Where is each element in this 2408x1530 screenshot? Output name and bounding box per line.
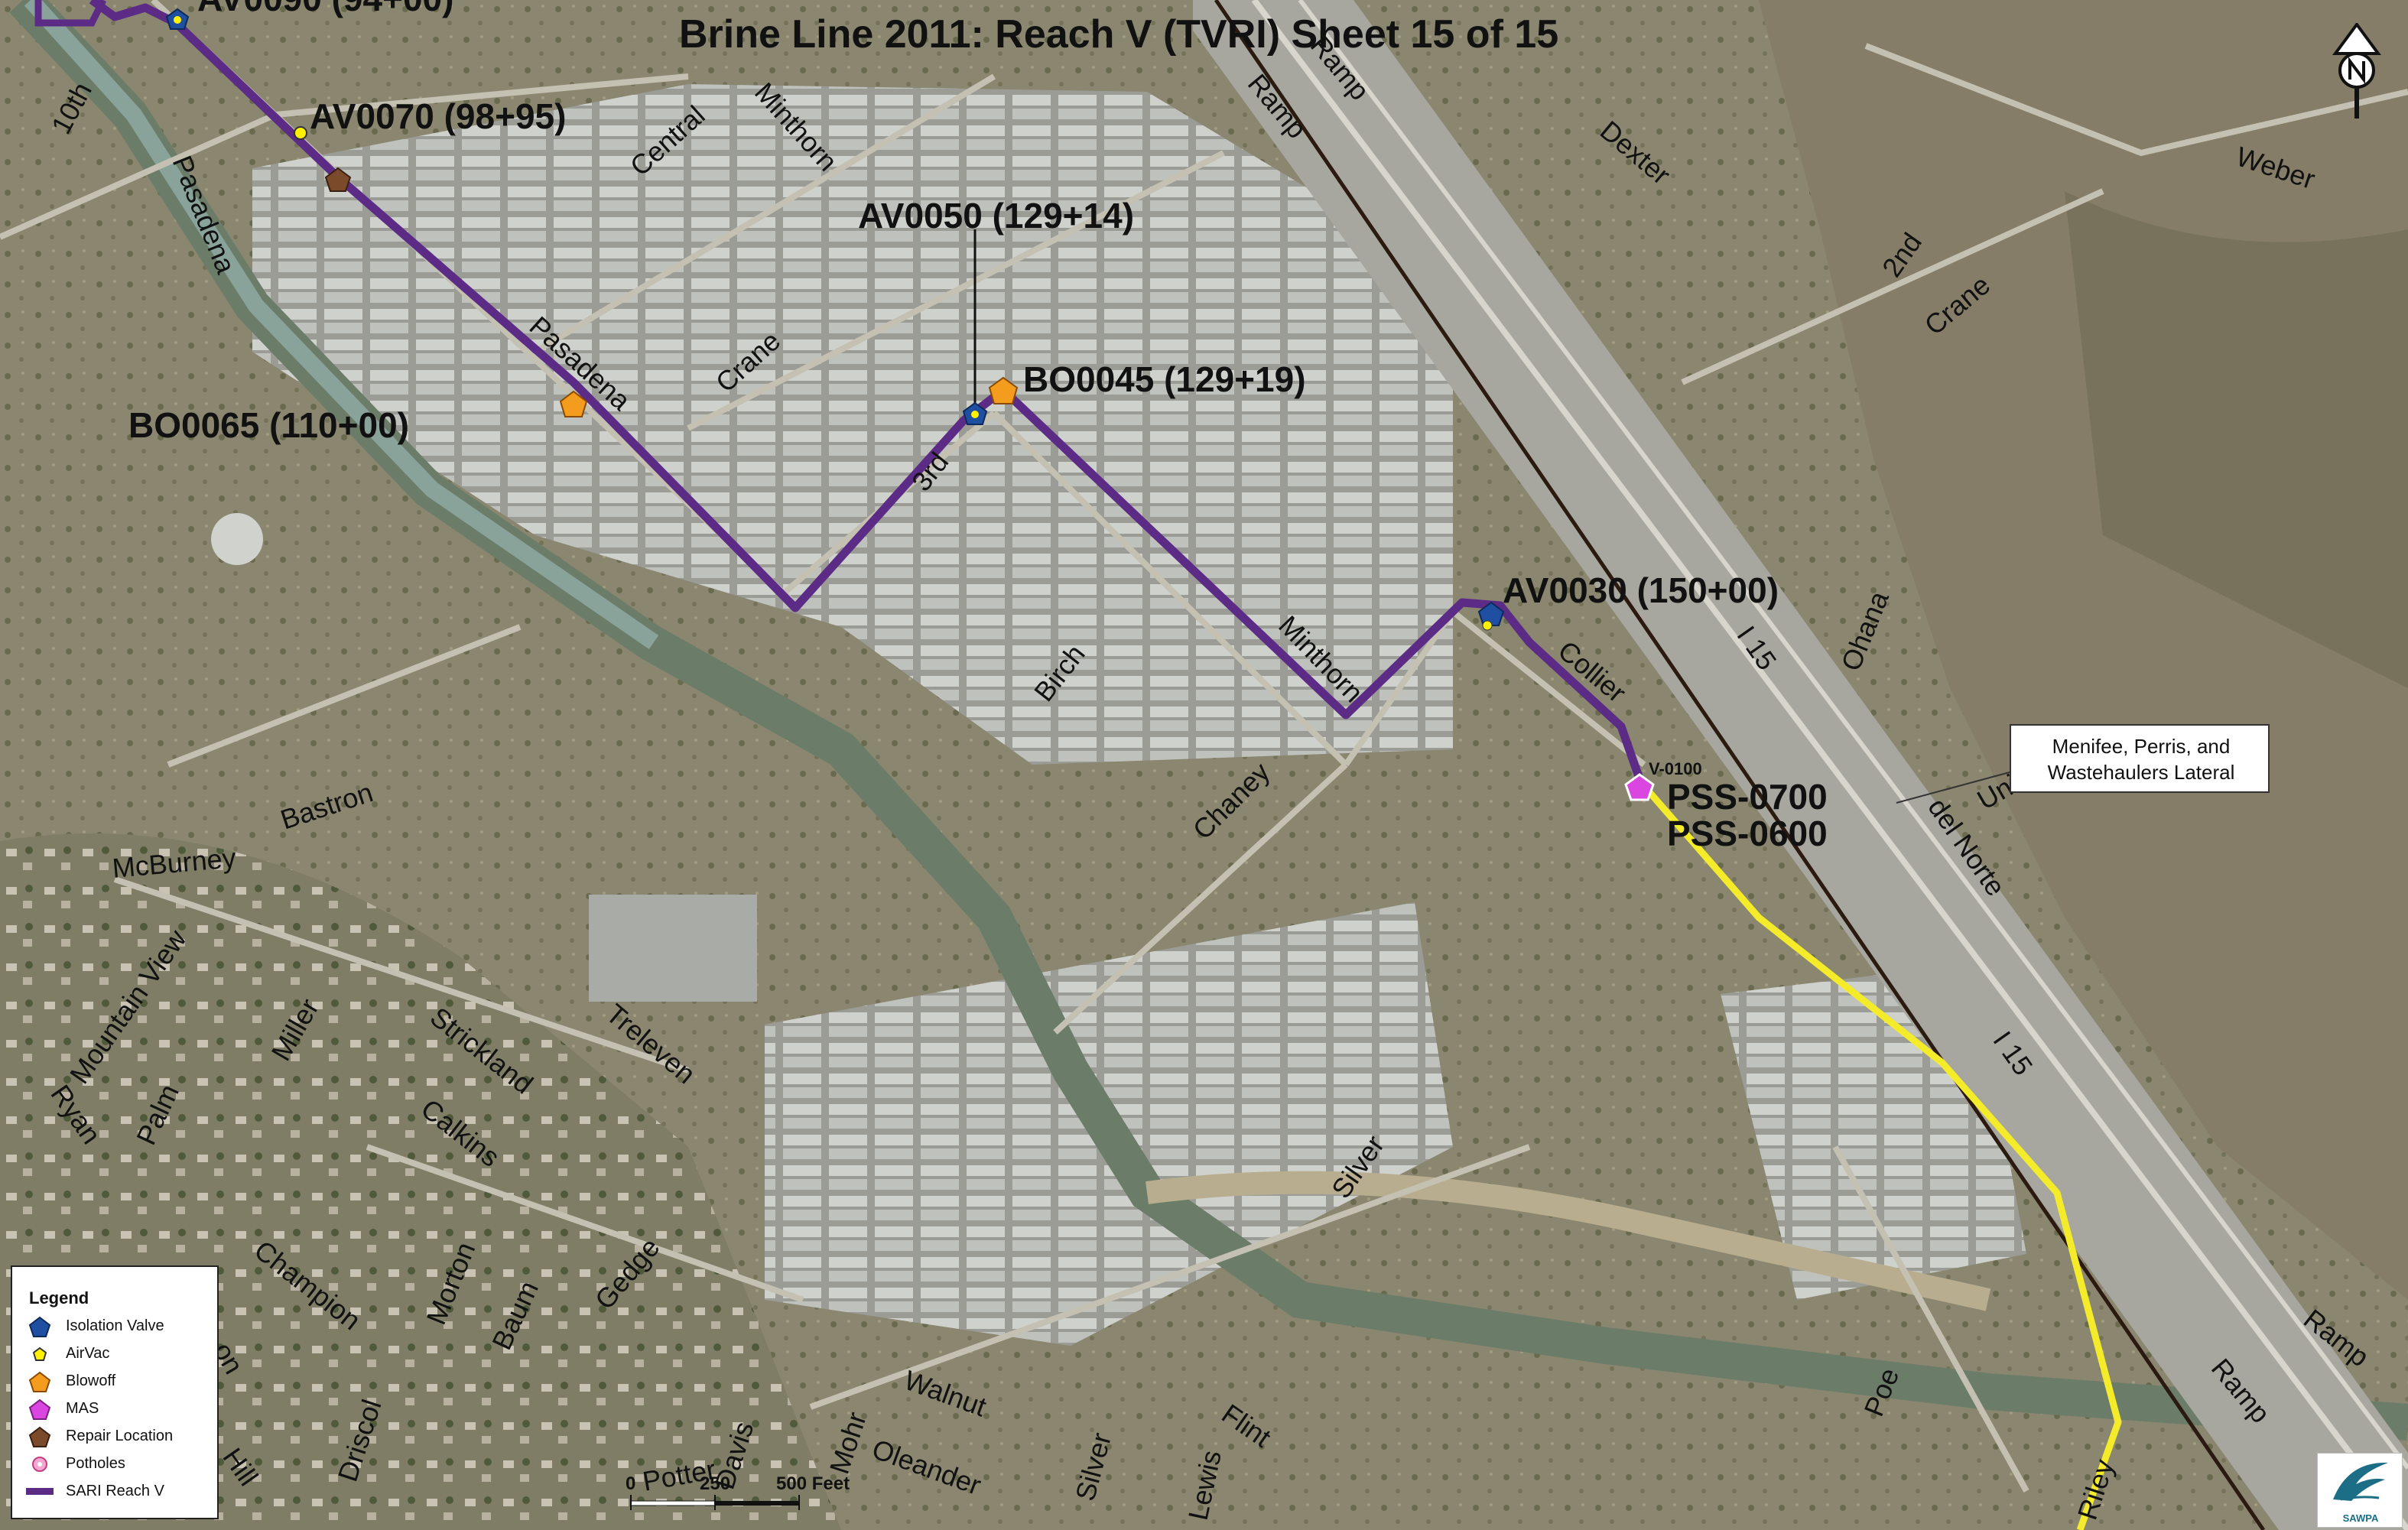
isolation-valve-av0030[interactable] bbox=[1477, 601, 1505, 631]
sawpa-logo: SAWPA bbox=[2317, 1453, 2403, 1528]
lateral-callout: Menifee, Perris, and Wastehaulers Latera… bbox=[2010, 724, 2270, 793]
legend-title: Legend bbox=[29, 1288, 89, 1307]
callout-leader bbox=[1896, 771, 2010, 804]
airvac-icon bbox=[32, 1346, 47, 1361]
blowoff-bo0065[interactable] bbox=[559, 390, 588, 417]
repair-location-icon bbox=[28, 1426, 51, 1447]
lateral-line[interactable] bbox=[1641, 784, 2122, 1530]
blowoff-icon bbox=[28, 1371, 51, 1392]
blowoff-bo0045[interactable] bbox=[988, 376, 1019, 404]
mas-icon bbox=[28, 1398, 51, 1420]
label-bo0045: BO0045 (129+19) bbox=[1023, 359, 1306, 399]
freeway-lanes-2 bbox=[1298, 0, 2408, 1470]
isolation-valve-av0050[interactable] bbox=[962, 401, 988, 425]
legend-item-blowoff: Blowoff bbox=[24, 1368, 216, 1395]
label-av0070: AV0070 (98+95) bbox=[310, 96, 566, 136]
label-bo0065: BO0065 (110+00) bbox=[128, 405, 409, 445]
legend-item-mas: MAS bbox=[24, 1395, 216, 1423]
label-av0090-partial: AV0090 (94+00) bbox=[197, 0, 453, 18]
scale-tick-0: 0 bbox=[626, 1473, 635, 1494]
industrial-north bbox=[581, 107, 1086, 428]
freeway-i15 bbox=[1193, 0, 2408, 1530]
river-channel-inner bbox=[24, 0, 659, 650]
map-title: Brine Line 2011: Reach V (TVRI) Sheet 15… bbox=[679, 12, 1558, 57]
legend-item-sari-reach-v: SARI Reach V bbox=[24, 1478, 216, 1506]
label-pss0700: PSS-0700 bbox=[1667, 777, 1828, 817]
label-av0030: AV0030 (150+00) bbox=[1503, 570, 1779, 610]
railroad-line bbox=[1214, 0, 2266, 1530]
legend: Legend Isolation Valve AirVac Blowoff MA… bbox=[11, 1265, 219, 1519]
treatment-basins bbox=[589, 895, 757, 1002]
label-av0050: AV0050 (129+14) bbox=[858, 196, 1134, 236]
airvac-av0070[interactable] bbox=[294, 126, 307, 140]
mas-v0100[interactable] bbox=[1624, 773, 1655, 801]
legend-item-repair-location: Repair Location bbox=[24, 1423, 216, 1450]
legend-item-airvac: AirVac bbox=[24, 1340, 216, 1368]
legend-label-blowoff: Blowoff bbox=[66, 1372, 116, 1389]
callout-line-1: Menifee, Perris, and bbox=[2052, 735, 2231, 758]
sari-reach-v-line[interactable] bbox=[89, 0, 1646, 784]
north-arrow-icon bbox=[2332, 23, 2381, 119]
sawpa-logo-icon bbox=[2333, 1462, 2388, 1501]
sawpa-logo-text: SAWPA bbox=[2342, 1512, 2379, 1524]
scale-bar: 0 250 500 Feet bbox=[626, 1473, 850, 1510]
legend-label-repair-location: Repair Location bbox=[66, 1428, 174, 1444]
pothole-icon bbox=[32, 1457, 47, 1472]
repair-location-1[interactable] bbox=[324, 167, 352, 192]
dry-wash bbox=[1146, 1171, 1991, 1311]
isolation-valve-av0090[interactable] bbox=[165, 8, 190, 30]
treatment-clarifier bbox=[211, 513, 263, 565]
legend-item-isolation-valve: Isolation Valve bbox=[24, 1313, 216, 1340]
legend-label-potholes: Potholes bbox=[66, 1455, 125, 1472]
sari-top-segment[interactable] bbox=[34, 0, 107, 27]
legend-label-sari-reach-v: SARI Reach V bbox=[66, 1483, 164, 1499]
callout-line-2: Wastehaulers Lateral bbox=[2047, 761, 2235, 784]
legend-label-airvac: AirVac bbox=[66, 1345, 110, 1362]
label-pss0600: PSS-0600 bbox=[1667, 814, 1828, 853]
hills-east-shadow bbox=[2065, 191, 2408, 688]
isolation-valve-icon bbox=[28, 1316, 51, 1337]
scale-tick-250: 250 bbox=[700, 1473, 730, 1494]
freeway-lanes bbox=[1251, 0, 2408, 1530]
scale-tick-500: 500 Feet bbox=[776, 1473, 850, 1494]
label-v0100: V-0100 bbox=[1649, 759, 1702, 778]
legend-label-isolation-valve: Isolation Valve bbox=[66, 1317, 164, 1334]
industrial-area bbox=[252, 84, 1453, 765]
legend-item-potholes: Potholes bbox=[24, 1450, 216, 1478]
sari-line-icon bbox=[26, 1488, 54, 1495]
legend-label-mas: MAS bbox=[66, 1400, 99, 1417]
